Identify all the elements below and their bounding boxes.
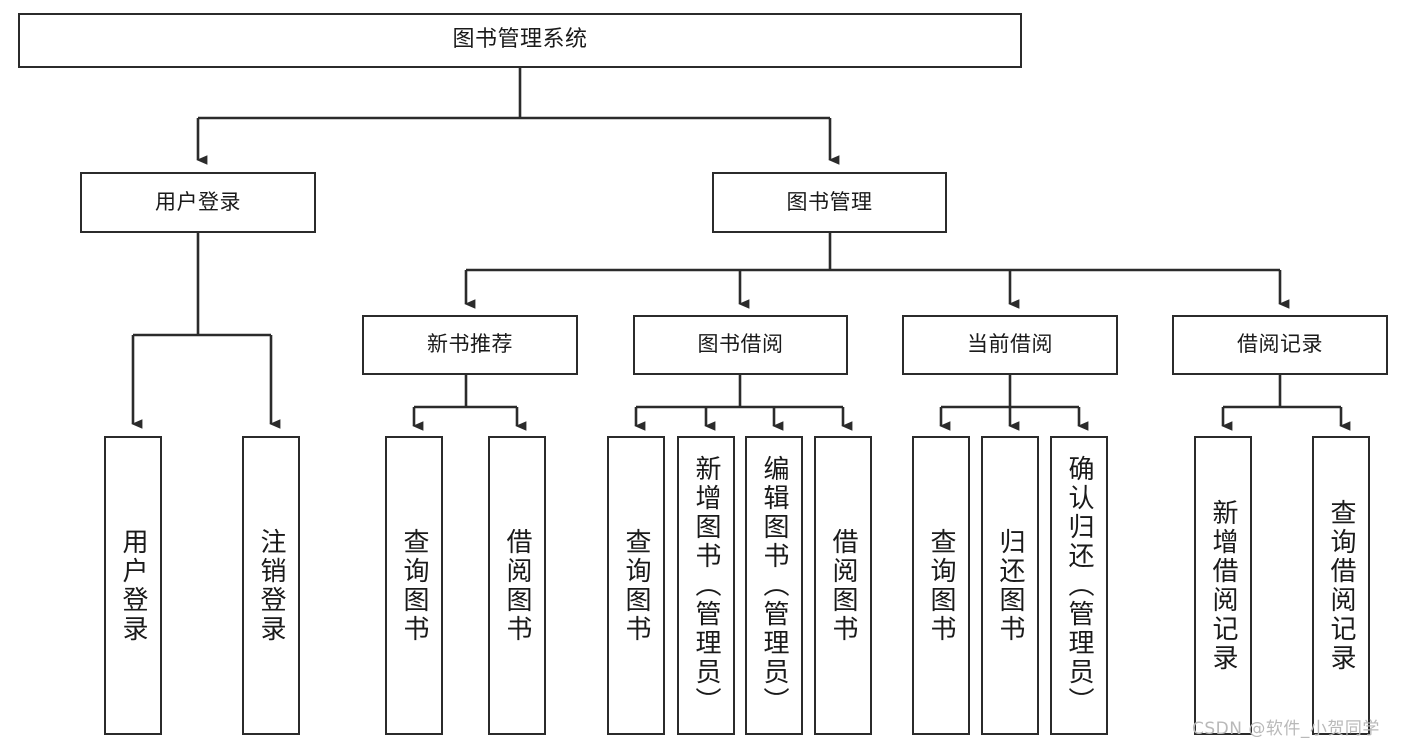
node-book-borrow[interactable]: 图书借阅: [633, 315, 848, 375]
node-book-management[interactable]: 图书管理: [712, 172, 947, 233]
node-label: 借阅记录: [1237, 332, 1323, 357]
csdn-watermark: CSDN @软件_小贺同学: [1192, 719, 1380, 739]
node-label: 用户登录: [155, 189, 241, 214]
node-borrow-record[interactable]: 借阅记录: [1172, 315, 1388, 375]
leaf-current-return-book[interactable]: 归还图书: [981, 436, 1039, 735]
node-label: 当前借阅: [967, 332, 1053, 357]
node-label: 新增借阅记录: [1208, 498, 1238, 673]
leaf-borrow-add-book[interactable]: 新增图书（管理员）: [677, 436, 735, 735]
node-label: 用户登录: [118, 527, 148, 644]
node-root-system[interactable]: 图书管理系统: [18, 13, 1022, 68]
node-label: 新书推荐: [427, 332, 513, 357]
node-label: 查询借阅记录: [1326, 498, 1356, 673]
node-label: 借阅图书: [502, 527, 532, 644]
node-label: 查询图书: [399, 527, 429, 644]
node-label: 图书借阅: [697, 332, 784, 357]
node-label: 编辑图书（管理员）: [759, 455, 789, 716]
leaf-record-query-record[interactable]: 查询借阅记录: [1312, 436, 1370, 735]
node-current-borrow[interactable]: 当前借阅: [902, 315, 1118, 375]
leaf-current-confirm-return[interactable]: 确认归还（管理员）: [1050, 436, 1108, 735]
node-label: 确认归还（管理员）: [1064, 455, 1094, 716]
node-label: 新增图书（管理员）: [691, 455, 721, 716]
leaf-borrow-edit-book[interactable]: 编辑图书（管理员）: [745, 436, 803, 735]
node-label: 查询图书: [926, 527, 956, 644]
node-new-book-recommend[interactable]: 新书推荐: [362, 315, 578, 375]
leaf-recommend-query-book[interactable]: 查询图书: [385, 436, 443, 735]
node-label: 图书管理系统: [452, 27, 588, 53]
leaf-recommend-borrow-book[interactable]: 借阅图书: [488, 436, 546, 735]
leaf-borrow-borrow-book[interactable]: 借阅图书: [814, 436, 872, 735]
leaf-borrow-query-book[interactable]: 查询图书: [607, 436, 665, 735]
node-label: 查询图书: [621, 527, 651, 644]
node-label: 归还图书: [995, 527, 1025, 644]
leaf-current-query-book[interactable]: 查询图书: [912, 436, 970, 735]
node-label: 注销登录: [256, 527, 286, 644]
node-user-login[interactable]: 用户登录: [80, 172, 316, 233]
leaf-record-add-record[interactable]: 新增借阅记录: [1194, 436, 1252, 735]
node-label: 借阅图书: [828, 527, 858, 644]
node-label: 图书管理: [786, 189, 873, 214]
leaf-user-login-logout[interactable]: 注销登录: [242, 436, 300, 735]
leaf-user-login-login[interactable]: 用户登录: [104, 436, 162, 735]
